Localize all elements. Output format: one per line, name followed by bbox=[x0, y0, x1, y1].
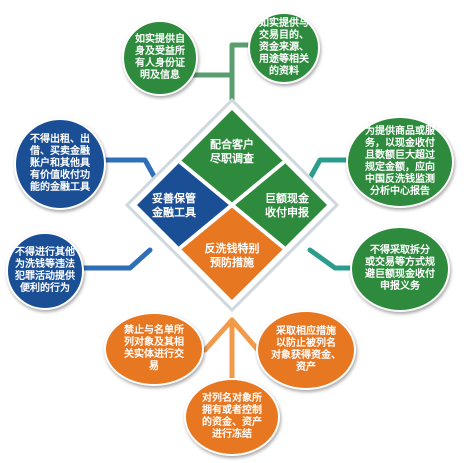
bubble-left-upper-text: 不得出租、出 借、买卖金融 账户和其他具 有价值收付功 能的金融工具 bbox=[30, 134, 90, 193]
connector-left-lower bbox=[72, 247, 153, 271]
bubble-bottom-right: 采取相应措施 以防止被列名 对象获得资金、 资产 bbox=[256, 310, 356, 390]
center-label-right: 巨额现金 收付申报 bbox=[265, 192, 309, 219]
bubble-left-lower: 不得进行其他 为洗钱等违法 犯罪活动提供 便利的行为 bbox=[6, 232, 84, 310]
quadrant-right bbox=[232, 162, 327, 248]
center-label-left: 妥善保管 金融工具 bbox=[152, 192, 196, 219]
bubble-top-left-text: 如实提供自 身及受益所 有人身份证 明及信息 bbox=[135, 34, 185, 81]
center-label-bottom: 反洗钱特别 预防措施 bbox=[204, 242, 260, 269]
bubble-right-upper-text: 为提供商品或服 务，以现金收付 且数额巨大超过 规定金额，应向 中国反洗钱监测 … bbox=[365, 126, 435, 197]
bubble-bottom-left-text: 禁止与名单所 列对象及其相 关实体进行交 易 bbox=[124, 325, 184, 372]
divider-2 bbox=[178, 160, 286, 250]
bubble-left-upper: 不得出租、出 借、买卖金融 账户和其他具 有价值收付功 能的金融工具 bbox=[14, 118, 106, 210]
bubble-bottom-left: 禁止与名单所 列对象及其相 关实体进行交 易 bbox=[104, 312, 204, 386]
bubble-right-lower-text: 不得采取拆分 或交易等方式规 避巨额现金收付 申报义务 bbox=[365, 245, 435, 292]
quadrant-left bbox=[137, 162, 232, 248]
bubble-top-right: 如实提供与 交易目的、 资金来源、 用途等相关 的资料 bbox=[248, 12, 320, 84]
bubble-bottom-right-text: 采取相应措施 以防止被列名 对象获得资金、 资产 bbox=[271, 326, 341, 373]
bubble-top-left: 如实提供自 身及受益所 有人身份证 明及信息 bbox=[122, 20, 198, 96]
bubble-right-upper: 为提供商品或服 务，以现金收付 且数额巨大超过 规定金额，应向 中国反洗钱监测 … bbox=[346, 116, 454, 208]
bubble-right-lower: 不得采取拆分 或交易等方式规 避巨额现金收付 申报义务 bbox=[350, 226, 450, 312]
bubble-bottom-text: 对列名对象所 拥有或者控制 的资金、资产 进行冻结 bbox=[202, 393, 262, 440]
center-label-top: 配合客户 尽职调查 bbox=[210, 138, 254, 165]
bubble-top-right-text: 如实提供与 交易目的、 资金来源、 用途等相关 的资料 bbox=[259, 18, 309, 77]
bubble-bottom: 对列名对象所 拥有或者控制 的资金、资产 进行冻结 bbox=[184, 378, 280, 456]
bubble-left-lower-text: 不得进行其他 为洗钱等违法 犯罪活动提供 便利的行为 bbox=[15, 247, 75, 294]
